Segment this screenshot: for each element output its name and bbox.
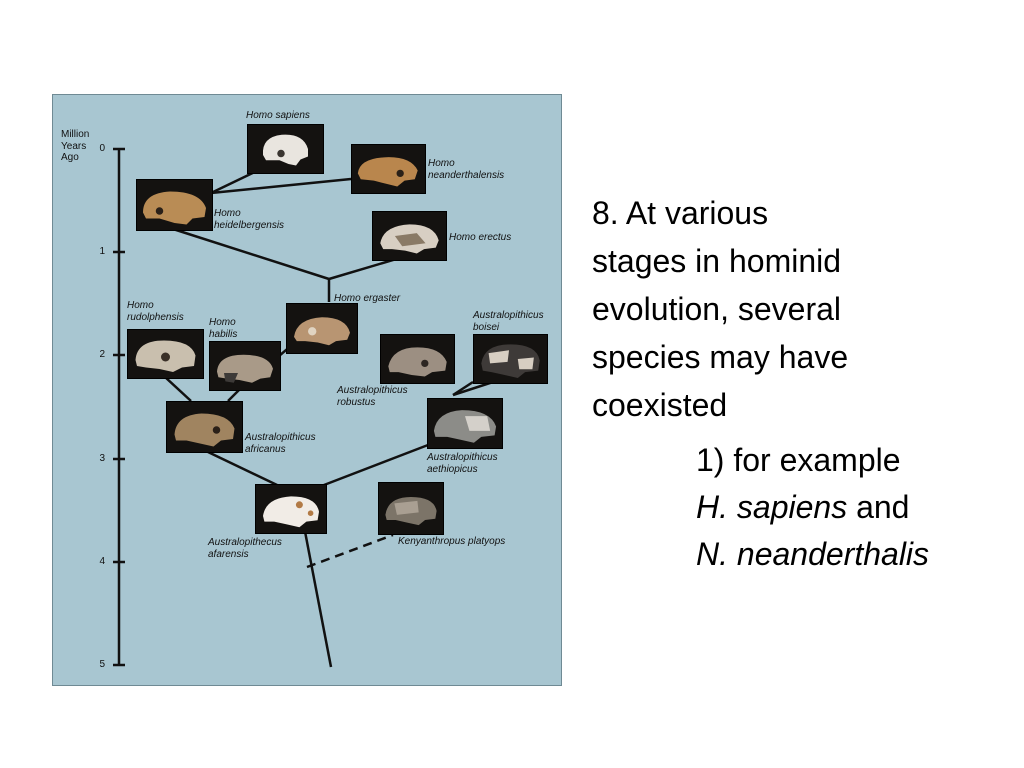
label-australopithicus-robustus: Australopithicus robustus [337,385,408,408]
label-australopithicus-aethiopicus: Australopithicus aethiopicus [427,452,498,475]
australopithicus-aethiopicus-skull-image [427,398,503,449]
label-australopithecus-afarensis: Australopithecus afarensis [208,537,282,560]
homo-erectus-skull-image [372,211,447,261]
example-block: 1) for example H. sapiens and N. neander… [696,437,1016,578]
tick-label-2: 2 [99,349,105,360]
label-kenyanthropus-platyops: Kenyanthropus platyops [398,536,506,547]
homo-rudolphensis-skull-image [127,329,204,379]
label-homo-habilis: Homo habilis [209,317,238,340]
tree-lines [113,147,494,668]
homo-neanderthalensis-skull-image [351,144,426,194]
main-statement: 8. At various stages in hominid evolutio… [592,195,849,423]
tick-label-0: 0 [99,143,105,154]
branch-to-platyops-dashed [306,533,394,569]
label-homo-erectus: Homo erectus [449,232,512,243]
australopithecus-afarensis-skull-image [255,484,327,534]
homo-ergaster-skull-image [286,303,358,354]
tick-label-3: 3 [99,453,105,464]
tick-label-4: 4 [99,556,105,567]
australopithicus-boisei-skull-image [473,334,548,384]
hominid-evolution-diagram: Million Years Ago 0 1 2 3 4 5 Homo [52,94,562,686]
tick-label-1: 1 [99,246,105,257]
example-line-species1: H. sapiens and [696,484,1016,531]
label-homo-neanderthalensis: Homo neanderthalensis [428,158,505,181]
example-line-species2: N. neanderthalis [696,531,1016,578]
label-australopithicus-africanus: Australopithicus africanus [245,432,316,455]
label-homo-rudolphensis: Homo rudolphensis [127,300,184,323]
label-homo-sapiens: Homo sapiens [246,110,310,121]
branch-rudolphensis-africanus [164,376,192,402]
australopithicus-africanus-skull-image [166,401,243,453]
tick-label-5: 5 [99,659,105,670]
label-homo-heidelbergensis: Homo heidelbergensis [214,208,285,231]
label-homo-ergaster: Homo ergaster [334,293,401,304]
species-h-sapiens: H. sapiens [696,489,848,525]
homo-heidelbergensis-skull-image [136,179,213,231]
species-n-neanderthalis: N. neanderthalis [696,536,930,572]
example-intro: 1) for example [696,442,901,478]
homo-habilis-skull-image [209,341,281,391]
australopithicus-robustus-skull-image [380,334,455,384]
kenyanthropus-platyops-skull-image [378,482,444,535]
label-australopithicus-boisei: Australopithicus boisei [473,310,544,333]
homo-sapiens-skull-image [247,124,324,174]
axis-title: Million Years Ago [61,129,90,163]
branch-to-heidelbergensis [172,227,330,281]
connector-and: and [847,489,910,525]
branch-to-neanderthalensis [210,177,352,195]
branch-to-boisei [452,380,494,397]
